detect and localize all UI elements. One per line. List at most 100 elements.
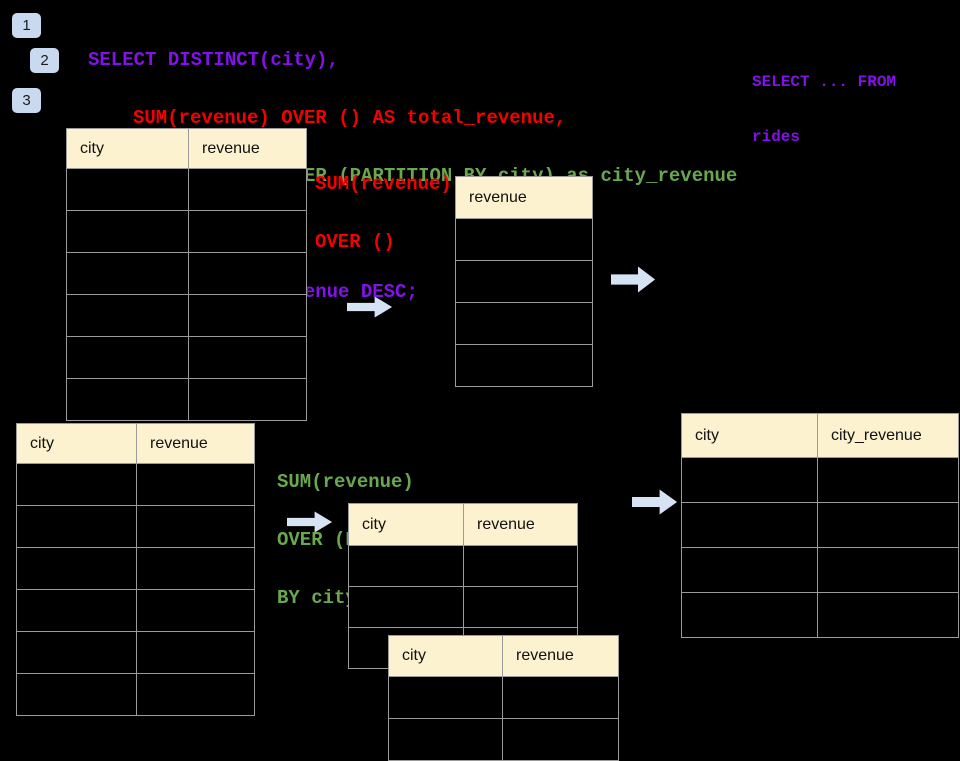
table-cell-empty [682,503,818,547]
annotation-line: SUM(revenue) [277,471,414,493]
table-cell-empty [456,219,592,260]
table-partition-group-b: city revenue [388,635,619,761]
table-cell-empty [464,587,577,627]
table-cell-empty [682,458,818,502]
table-row [67,378,306,420]
step-badge-3: 3 [12,88,41,113]
step-badge-1: 1 [12,13,41,38]
table-cell-empty [137,506,254,547]
annotation-select-from-rides: SELECT ... FROM rides [752,37,896,165]
table-row [389,718,618,760]
table-cell-empty [503,719,618,760]
table-row [67,252,306,294]
table-row [349,586,577,627]
table-row [17,589,254,631]
table-cell-empty [137,548,254,589]
table-row [17,631,254,673]
right-arrow-icon [632,489,678,515]
sql-line-select: SELECT DISTINCT(city), [88,49,339,71]
table-row [349,545,577,586]
table-cell-empty [456,303,592,344]
table-row [67,168,306,210]
column-header-revenue: revenue [477,515,535,533]
table-cell-empty [189,379,306,420]
column-header-city: city [682,414,818,457]
table-cell-empty [389,677,503,718]
table-cell-empty [67,295,189,336]
table-row [682,547,958,592]
table-cell-empty [189,169,306,210]
column-header-revenue: revenue [202,139,260,157]
table-cell-empty [818,593,958,637]
column-header-city: city [67,129,189,168]
table-header-row: revenue [456,177,592,218]
table-cell-empty [67,169,189,210]
annotation-sum-over-all: SUM(revenue) OVER () [315,137,452,271]
column-header-city: city [349,504,464,545]
table-cell-empty [17,464,137,505]
table-cell-empty [189,295,306,336]
annotation-line: SUM(revenue) [315,173,452,195]
table-cell-empty [137,464,254,505]
table-row [67,294,306,336]
table-row [456,218,592,260]
table-row [67,336,306,378]
table-cell-empty [137,590,254,631]
table-cell-empty [189,337,306,378]
column-header-city: city [17,424,137,463]
table-cell-empty [67,379,189,420]
table-cell-empty [818,503,958,547]
sql-line-sum-over: SUM(revenue) OVER () AS total_revenue, [133,107,567,129]
table-cell-empty [67,253,189,294]
column-header-city: city [389,636,503,676]
column-header-revenue: revenue [150,434,208,452]
table-header-row: city revenue [17,424,254,463]
annotation-line: OVER () [315,231,395,253]
table-cell-empty [17,548,137,589]
table-cell-empty [189,211,306,252]
table-cell-empty [17,506,137,547]
table-cell-empty [503,677,618,718]
table-cell-empty [137,674,254,715]
table-cell-empty [389,719,503,760]
table-row [456,344,592,386]
table-row [389,676,618,718]
table-header-row: city revenue [389,636,618,676]
table-cell-empty [17,674,137,715]
table-row [682,502,958,547]
table-cell-empty [818,548,958,592]
table-row [17,547,254,589]
table-result-city-revenue: city city_revenue [681,413,959,638]
annotation-line: rides [752,128,801,146]
column-header-city_revenue: city_revenue [831,426,922,444]
table-header-row: city revenue [349,504,577,545]
table-cell-empty [464,546,577,586]
table-header-row: city city_revenue [682,414,958,457]
table-cell-empty [17,632,137,673]
table-cell-empty [349,587,464,627]
step-badge-2: 2 [30,48,59,73]
table-row [17,463,254,505]
table-cell-empty [17,590,137,631]
table-rides-source-top: city revenue [66,128,307,421]
table-row [17,505,254,547]
table-total-revenue: revenue [455,176,593,387]
table-cell-empty [682,593,818,637]
table-cell-empty [456,261,592,302]
column-header-revenue: revenue [516,647,574,664]
table-header-row: city revenue [67,129,306,168]
table-cell-empty [137,632,254,673]
table-cell-empty [67,211,189,252]
column-header-revenue: revenue [469,188,527,206]
table-cell-empty [67,337,189,378]
table-cell-empty [349,546,464,586]
table-row [456,260,592,302]
table-row [67,210,306,252]
annotation-line: SELECT ... FROM [752,73,897,91]
table-cell-empty [682,548,818,592]
table-row [682,457,958,502]
table-row [682,592,958,637]
table-row [456,302,592,344]
table-rides-source-bottom: city revenue [16,423,255,716]
table-cell-empty [189,253,306,294]
